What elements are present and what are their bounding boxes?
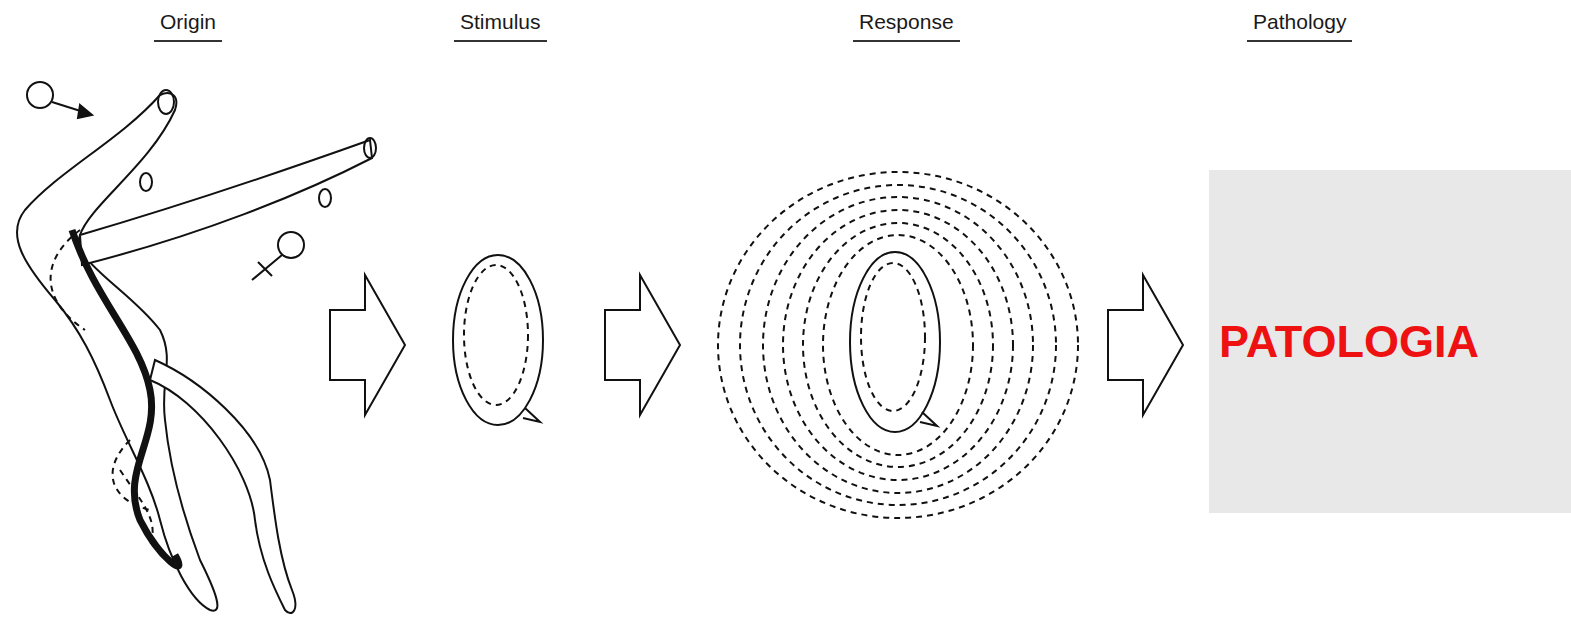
male-symbol — [78, 105, 92, 118]
female-tail — [150, 360, 295, 613]
female-head — [364, 138, 376, 158]
pathology-panel: PATOLOGIA — [1209, 170, 1571, 513]
female-dashed — [113, 440, 150, 510]
oral-sucker — [158, 90, 174, 114]
block-arrow — [605, 275, 680, 415]
female-body-dark — [72, 230, 179, 566]
column-heading: Origin — [154, 10, 222, 42]
granuloma-miracidium — [861, 263, 925, 411]
granuloma-rings — [718, 172, 1078, 518]
column-heading: Pathology — [1247, 10, 1352, 42]
column-heading: Stimulus — [454, 10, 547, 42]
male-worm — [17, 93, 217, 611]
pathology-text: PATOLOGIA — [1219, 316, 1479, 368]
egg-shell — [453, 255, 543, 425]
female-symbol — [278, 232, 304, 258]
female-symbol — [252, 255, 282, 280]
female-sucker — [319, 189, 331, 207]
female-worm — [80, 140, 372, 265]
egg-spine — [523, 408, 540, 422]
block-arrow — [330, 275, 405, 415]
granuloma-spine — [920, 412, 937, 426]
male-symbol — [27, 82, 53, 108]
egg-miracidium — [464, 265, 528, 405]
column-heading: Response — [853, 10, 960, 42]
granuloma-egg — [850, 252, 940, 432]
ventral-sucker — [140, 173, 152, 191]
block-arrow — [1108, 275, 1183, 415]
